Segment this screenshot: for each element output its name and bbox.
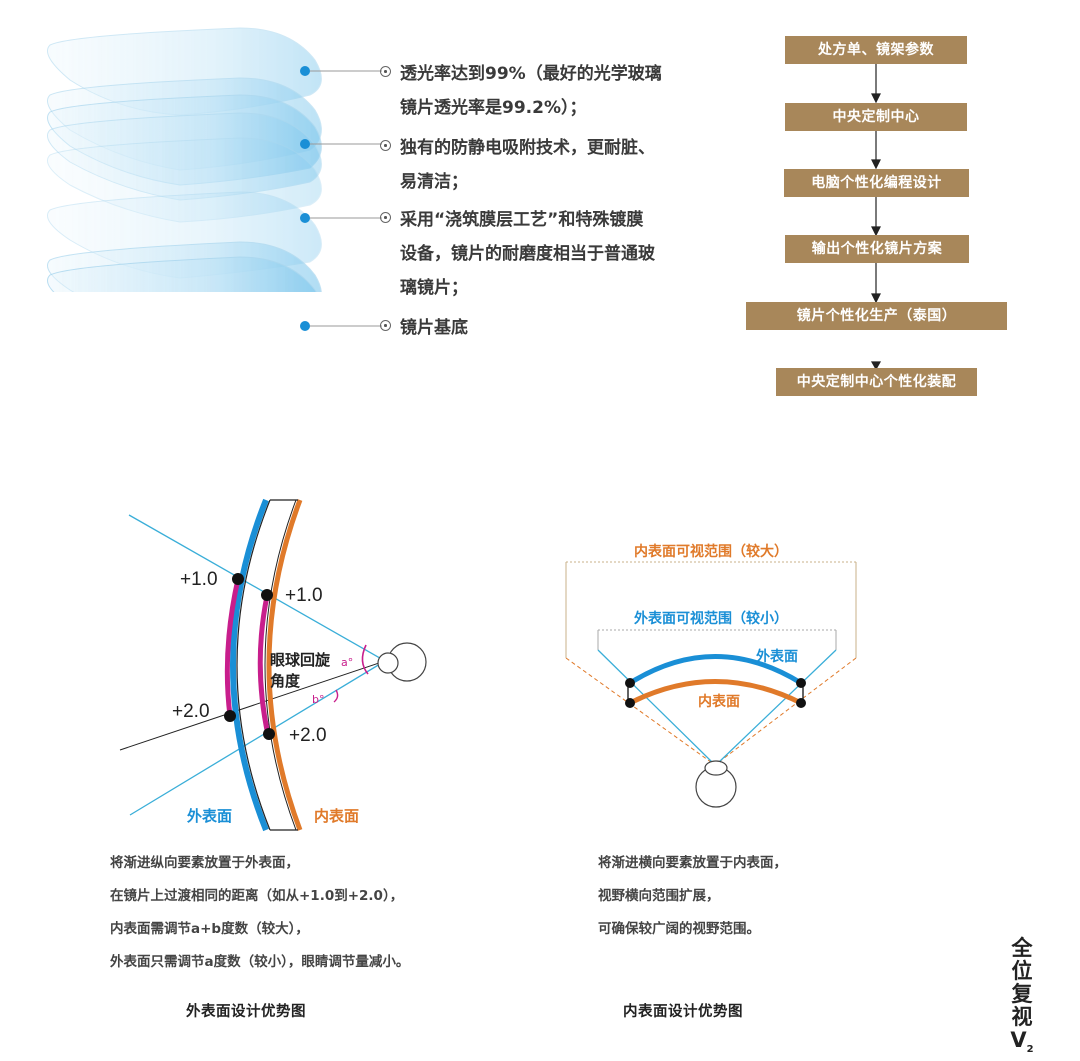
- target-marker-icon: [380, 66, 391, 77]
- outer-plus2-label: +2.0: [172, 701, 210, 722]
- flow-step-assembly: 中央定制中心个性化装配: [776, 368, 977, 396]
- feature-item-transmittance: 透光率达到99%（最好的光学玻璃 镜片透光率是99.2%）；: [380, 57, 718, 125]
- outer-range-label: 外表面可视范围（较小）: [634, 611, 788, 627]
- brand-version: V2: [1010, 1028, 1034, 1056]
- inner-plus1-label: +1.0: [285, 585, 323, 606]
- target-marker-icon: [380, 140, 391, 151]
- angle-b-label: b°: [312, 693, 325, 706]
- flow-step-production: 镜片个性化生产（泰国）: [746, 302, 1007, 330]
- inner-range-label: 内表面可视范围（较大）: [634, 544, 788, 560]
- angle-a-label: a°: [341, 656, 354, 669]
- inner-surface-label: 内表面: [698, 694, 740, 710]
- flow-step-central-center: 中央定制中心: [785, 103, 967, 131]
- outer-diagram-caption: 外表面设计优势图: [186, 1004, 306, 1020]
- outer-surface-label: 外表面: [187, 807, 233, 825]
- flow-step-computer-design: 电脑个性化编程设计: [784, 169, 969, 197]
- flow-step-prescription: 处方单、镜架参数: [785, 36, 967, 64]
- feature-item-coating: 采用“浇筑膜层工艺”和特殊镀膜 设备，镜片的耐磨度相当于普通玻 璃镜片；: [380, 203, 718, 305]
- flow-step-output-plan: 输出个性化镜片方案: [785, 235, 969, 263]
- brand-vertical-logo: 全 位 复 视 V2: [1008, 937, 1036, 1061]
- outer-plus1-label: +1.0: [180, 569, 218, 590]
- feature-item-antistatic: 独有的防静电吸附技术，更耐脏、 易清洁；: [380, 131, 718, 199]
- target-marker-icon: [380, 212, 391, 223]
- feature-item-substrate: 镜片基底: [380, 311, 718, 345]
- rotation-angle-label-line1: 眼球回旋: [270, 651, 331, 669]
- target-marker-icon: [380, 320, 391, 331]
- inner-plus2-label: +2.0: [289, 725, 327, 746]
- inner-diagram-caption: 内表面设计优势图: [623, 1004, 743, 1020]
- outer-diagram-description: 将渐进纵向要素放置于外表面， 在镜片上过渡相同的距离（如从+1.0到+2.0），…: [110, 855, 410, 970]
- inner-diagram-description: 将渐进横向要素放置于内表面， 视野横向范围扩展， 可确保较广阔的视野范围。: [598, 855, 787, 937]
- rotation-angle-label-line2: 角度: [270, 672, 301, 690]
- outer-surface-label: 外表面: [756, 649, 798, 665]
- inner-surface-label: 内表面: [314, 807, 360, 825]
